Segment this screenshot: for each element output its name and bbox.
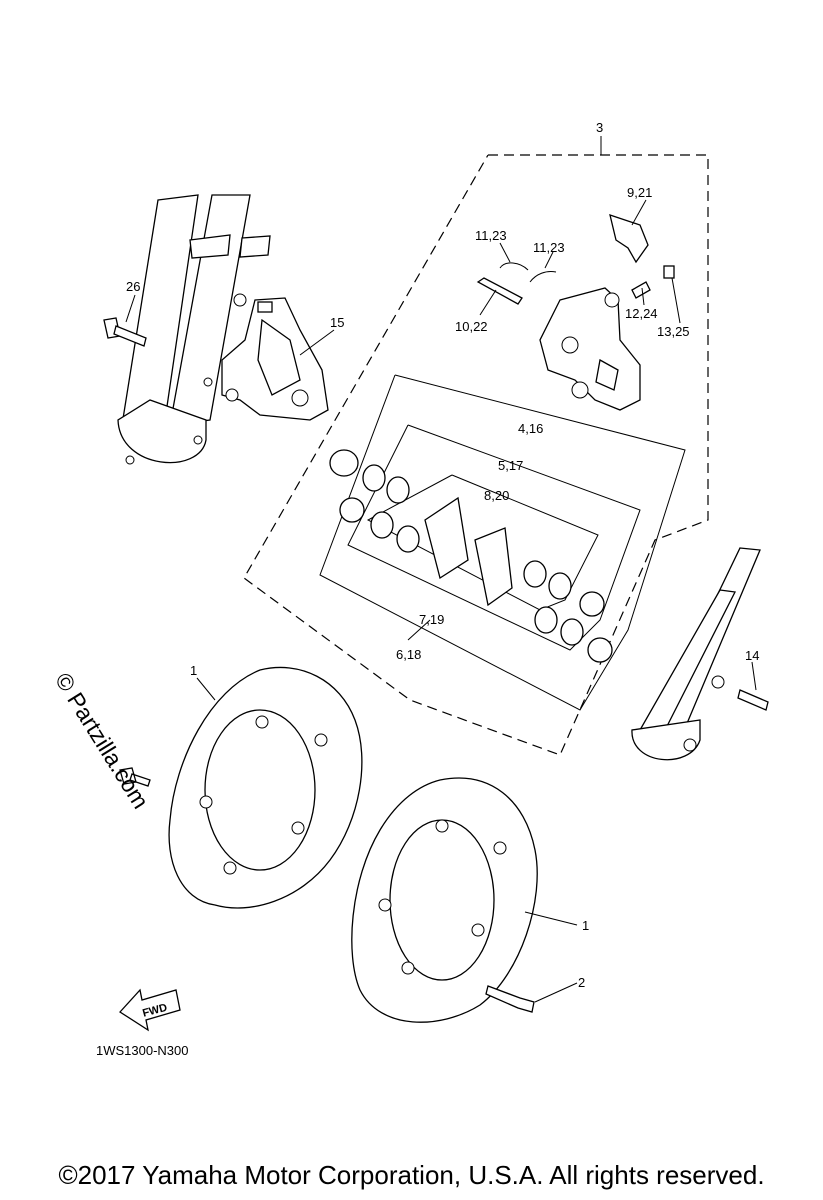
callout-2: 2	[578, 975, 585, 990]
left-fork-leg	[117, 194, 271, 465]
callout-7-19: 7,19	[419, 612, 444, 627]
bleed-cap	[663, 265, 675, 279]
pistons-seals	[329, 449, 613, 663]
brake-disc-right	[351, 777, 538, 1023]
callout-14: 14	[745, 648, 759, 663]
drawing-code: 1WS1300-N300	[96, 1043, 189, 1058]
copyright-footer: ©2017 Yamaha Motor Corporation, U.S.A. A…	[58, 1160, 765, 1190]
disc-bolt-left	[119, 767, 151, 787]
right-fork-leg	[631, 547, 769, 761]
pad-pin	[476, 277, 523, 305]
piston-box-outer	[319, 374, 686, 711]
left-brake-caliper	[221, 297, 329, 421]
callout-12-24: 12,24	[625, 306, 658, 321]
seal-box-mid	[347, 424, 641, 651]
callout-1-a: 1	[190, 663, 197, 678]
callout-8-20: 8,20	[484, 488, 509, 503]
callout-9-21: 9,21	[627, 185, 652, 200]
disc-bolt-2	[485, 985, 535, 1013]
callout-13-25: 13,25	[657, 324, 690, 339]
pad-spring	[609, 214, 649, 264]
fwd-arrow-icon: FWD	[119, 988, 181, 1032]
callout-4-16: 4,16	[518, 421, 543, 436]
right-brake-caliper	[539, 287, 641, 411]
callout-11-23-a: 11,23	[475, 228, 507, 243]
callout-3: 3	[596, 120, 603, 135]
callout-10-22: 10,22	[455, 319, 488, 334]
leader-lines	[125, 136, 757, 1003]
callout-26: 26	[126, 279, 140, 294]
callout-11-23-b: 11,23	[533, 240, 565, 255]
callout-5-17: 5,17	[498, 458, 523, 473]
callout-15: 15	[330, 315, 344, 330]
pin-clip-a	[499, 262, 529, 271]
bleed-screw	[631, 281, 651, 299]
brake-disc-left	[168, 666, 363, 909]
brake-pad-right	[474, 527, 513, 607]
pin-clip-b	[529, 271, 557, 283]
bolt-26	[103, 317, 147, 347]
callout-1-b: 1	[582, 918, 589, 933]
brake-pad-left	[424, 496, 469, 580]
callout-6-18: 6,18	[396, 647, 421, 662]
